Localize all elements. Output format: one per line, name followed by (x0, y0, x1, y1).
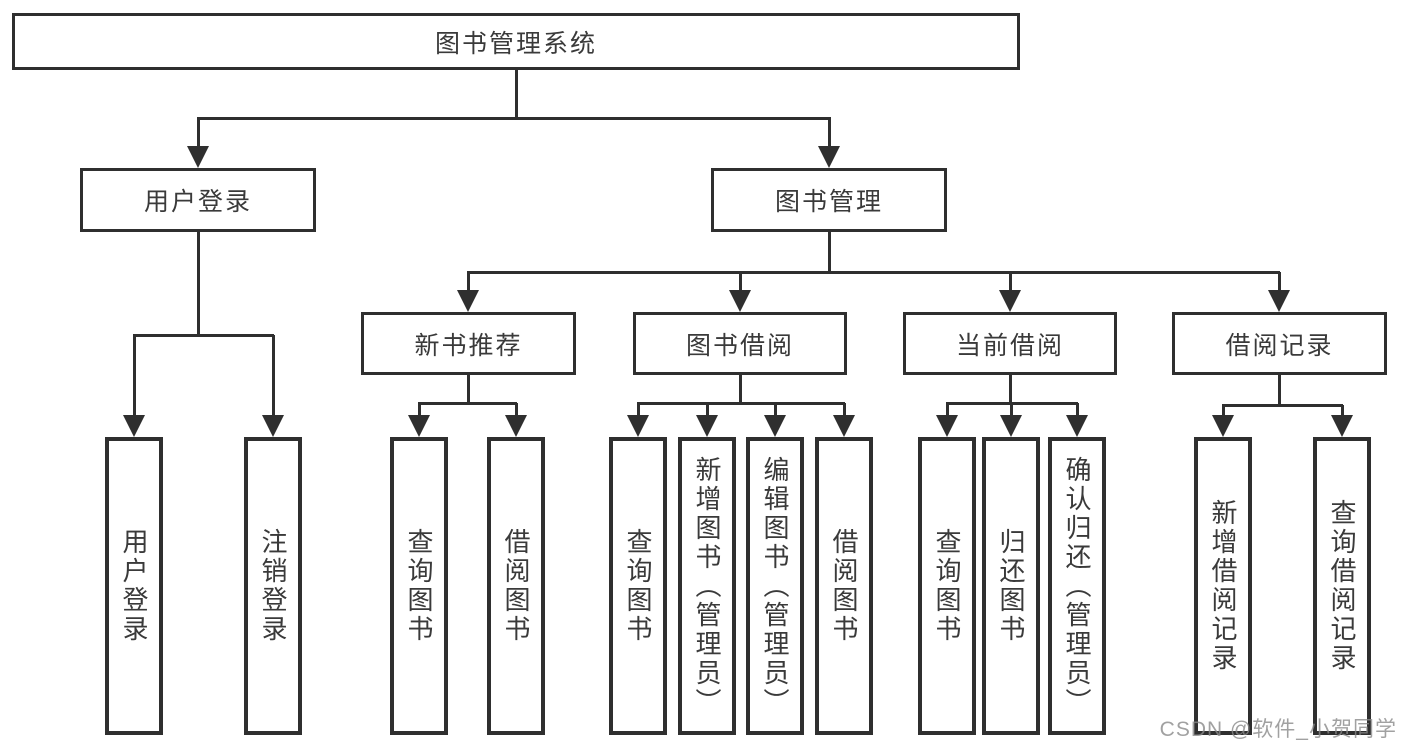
connector-drop-bb-leaf1 (637, 403, 640, 417)
leaf-cb-query-books: 查询图书 (918, 437, 976, 735)
arrowhead-current (999, 290, 1021, 312)
connector-drop-cb-leaf2 (1010, 403, 1013, 417)
leaf-nb-borrow-books-label: 借阅图书 (501, 528, 531, 644)
leaf-cb-confirm-return-admin-label: 确认归还（管理员） (1062, 455, 1092, 717)
arrowhead-mgmt (818, 146, 840, 168)
connector-drop-bb-leaf4 (843, 403, 846, 417)
arrowhead-newbooks (457, 290, 479, 312)
connector-drop-bb-leaf2 (706, 403, 709, 417)
connector-login-rail (133, 334, 274, 337)
arrowhead-login (187, 146, 209, 168)
connector-root-rail (197, 117, 831, 120)
arrowhead-records (1268, 290, 1290, 312)
connector-drop-nb-leaf1 (418, 403, 421, 417)
arrowhead-login-leaf2 (262, 415, 284, 437)
node-new-books-label: 新书推荐 (414, 331, 523, 360)
leaf-logout: 注销登录 (244, 437, 302, 735)
connector-drop-cb-leaf3 (1076, 403, 1079, 417)
node-book-borrow: 图书借阅 (633, 312, 847, 375)
connector-drop-mgmt (828, 118, 831, 148)
connector-mgmt-stem (828, 232, 831, 272)
node-root-label: 图书管理系统 (434, 29, 597, 58)
node-root-system: 图书管理系统 (12, 13, 1020, 70)
node-user-login: 用户登录 (80, 168, 316, 232)
connector-drop-br-leaf1 (1222, 405, 1225, 417)
arrowhead-bb-leaf4 (833, 415, 855, 437)
leaf-cb-return-books: 归还图书 (982, 437, 1040, 735)
connector-root-stem (515, 70, 518, 118)
leaf-cb-confirm-return-admin: 确认归还（管理员） (1048, 437, 1106, 735)
connector-drop-login (197, 118, 200, 148)
leaf-br-add-record-label: 新增借阅记录 (1208, 499, 1238, 673)
node-current-borrow: 当前借阅 (903, 312, 1117, 375)
connector-records-stem (1278, 375, 1281, 405)
arrowhead-br-leaf1 (1212, 415, 1234, 437)
arrowhead-nb-leaf1 (408, 415, 430, 437)
node-new-books: 新书推荐 (361, 312, 576, 375)
leaf-bb-add-books-admin-label: 新增图书（管理员） (692, 455, 722, 717)
arrowhead-login-leaf1 (123, 415, 145, 437)
leaf-br-query-record: 查询借阅记录 (1313, 437, 1371, 735)
leaf-user-login: 用户登录 (105, 437, 163, 735)
leaf-cb-query-books-label: 查询图书 (932, 528, 962, 644)
connector-login-stem (197, 232, 200, 335)
arrowhead-cb-leaf2 (1000, 415, 1022, 437)
connector-current-stem (1009, 375, 1012, 403)
leaf-bb-query-books: 查询图书 (609, 437, 667, 735)
leaf-bb-add-books-admin: 新增图书（管理员） (678, 437, 736, 735)
leaf-bb-edit-books-admin: 编辑图书（管理员） (746, 437, 804, 735)
leaf-user-login-label: 用户登录 (119, 528, 149, 644)
connector-newbooks-stem (467, 375, 470, 403)
arrowhead-br-leaf2 (1331, 415, 1353, 437)
node-current-borrow-label: 当前借阅 (955, 331, 1064, 360)
node-book-borrow-label: 图书借阅 (685, 331, 794, 360)
connector-borrow-stem (739, 375, 742, 403)
node-user-login-label: 用户登录 (143, 188, 252, 216)
leaf-nb-borrow-books: 借阅图书 (487, 437, 545, 735)
connector-drop-newbooks (467, 272, 470, 292)
arrowhead-cb-leaf3 (1066, 415, 1088, 437)
arrowhead-cb-leaf1 (936, 415, 958, 437)
leaf-logout-label: 注销登录 (258, 528, 288, 644)
leaf-br-query-record-label: 查询借阅记录 (1327, 499, 1357, 673)
connector-drop-login-leaf1 (133, 335, 136, 417)
connector-drop-br-leaf2 (1341, 405, 1344, 417)
connector-mgmt-rail (467, 271, 1280, 274)
csdn-watermark: CSDN @软件_小贺同学 (1159, 718, 1397, 741)
node-book-mgmt: 图书管理 (711, 168, 947, 232)
node-borrow-records: 借阅记录 (1172, 312, 1387, 375)
arrowhead-bb-leaf3 (764, 415, 786, 437)
arrowhead-nb-leaf2 (505, 415, 527, 437)
connector-drop-bb-leaf3 (774, 403, 777, 417)
leaf-bb-edit-books-admin-label: 编辑图书（管理员） (760, 455, 790, 717)
leaf-cb-return-books-label: 归还图书 (996, 528, 1026, 644)
connector-drop-borrow (739, 272, 742, 292)
node-book-mgmt-label: 图书管理 (774, 188, 883, 216)
leaf-bb-query-books-label: 查询图书 (623, 528, 653, 644)
leaf-nb-query-books: 查询图书 (390, 437, 448, 735)
leaf-nb-query-books-label: 查询图书 (404, 528, 434, 644)
leaf-bb-borrow-books: 借阅图书 (815, 437, 873, 735)
connector-drop-nb-leaf2 (515, 403, 518, 417)
connector-records-rail (1222, 404, 1343, 407)
arrowhead-bb-leaf2 (696, 415, 718, 437)
leaf-br-add-record: 新增借阅记录 (1194, 437, 1252, 735)
connector-borrow-rail (637, 402, 845, 405)
connector-drop-login-leaf2 (272, 335, 275, 417)
connector-drop-cb-leaf1 (946, 403, 949, 417)
arrowhead-borrow (729, 290, 751, 312)
connector-drop-records (1278, 272, 1281, 292)
leaf-bb-borrow-books-label: 借阅图书 (829, 528, 859, 644)
node-borrow-records-label: 借阅记录 (1225, 331, 1334, 360)
connector-newbooks-rail (418, 402, 517, 405)
connector-drop-current (1009, 272, 1012, 292)
arrowhead-bb-leaf1 (627, 415, 649, 437)
